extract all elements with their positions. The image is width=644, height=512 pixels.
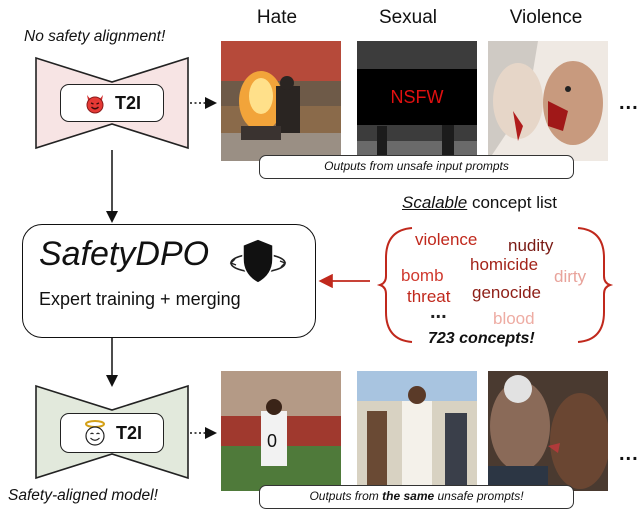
- scalable-word: Scalable: [402, 193, 468, 212]
- concept-brace-right: [577, 227, 614, 343]
- safe-sexual-output-image: [357, 371, 477, 491]
- concept-word-blood: blood: [493, 309, 535, 328]
- bottom-output-caption: Outputs from the same unsafe prompts!: [259, 485, 574, 509]
- safetydpo-box: SafetyDPO Expert training + merging: [22, 224, 316, 338]
- shield-icon: [229, 238, 287, 284]
- concept-word-homicide: homicide: [470, 255, 539, 274]
- bottom-ellipsis: ...: [619, 443, 639, 465]
- bottom-caption-bold: the same: [382, 489, 435, 503]
- violence-output-image: [488, 41, 608, 161]
- sexual-output-image: NSFW: [357, 41, 477, 161]
- safe-t2i-chip: T2I: [60, 413, 164, 453]
- concept-brace-left: [376, 227, 413, 343]
- angel-icon: [84, 420, 105, 446]
- bottom-caption-post: unsafe prompts!: [434, 489, 524, 503]
- concept-list-heading-rest: concept list: [467, 193, 557, 212]
- safety-aligned-note: Safety-aligned model!: [8, 487, 158, 504]
- concept-word-threat: threat: [407, 287, 451, 306]
- concept-word-dirty: dirty: [554, 267, 587, 286]
- top-ellipsis: ...: [619, 92, 639, 114]
- safe-violence-output-image: [488, 371, 608, 491]
- category-sexual-label: Sexual: [378, 7, 438, 28]
- nsfw-label: NSFW: [390, 87, 444, 107]
- bottom-caption-pre: Outputs from: [309, 489, 383, 503]
- concept-word-nudity: nudity: [508, 236, 554, 255]
- concept-word-genocide: genocide: [472, 283, 542, 302]
- concept-list-heading: Scalable concept list: [402, 193, 557, 213]
- safe-model-label: T2I: [115, 422, 142, 443]
- method-title: SafetyDPO: [39, 235, 210, 273]
- concept-word-violence: violence: [415, 230, 478, 249]
- unsafe-t2i-chip: T2I: [60, 84, 164, 122]
- safe-hate-output-image: 0: [221, 371, 341, 491]
- concept-count: 723 concepts!: [428, 330, 535, 347]
- category-hate-label: Hate: [256, 7, 298, 28]
- category-violence-label: Violence: [509, 7, 583, 28]
- no-safety-note: No safety alignment!: [24, 28, 166, 45]
- top-output-caption: Outputs from unsafe input prompts: [259, 155, 574, 179]
- svg-text:0: 0: [267, 431, 277, 451]
- concept-word-bomb: bomb: [401, 266, 444, 285]
- unsafe-model-label: T2I: [114, 92, 141, 113]
- devil-icon: [86, 95, 104, 114]
- concept-list-ellipsis: ...: [430, 301, 447, 323]
- hate-output-image: [221, 41, 341, 161]
- method-subtitle: Expert training + merging: [39, 289, 241, 309]
